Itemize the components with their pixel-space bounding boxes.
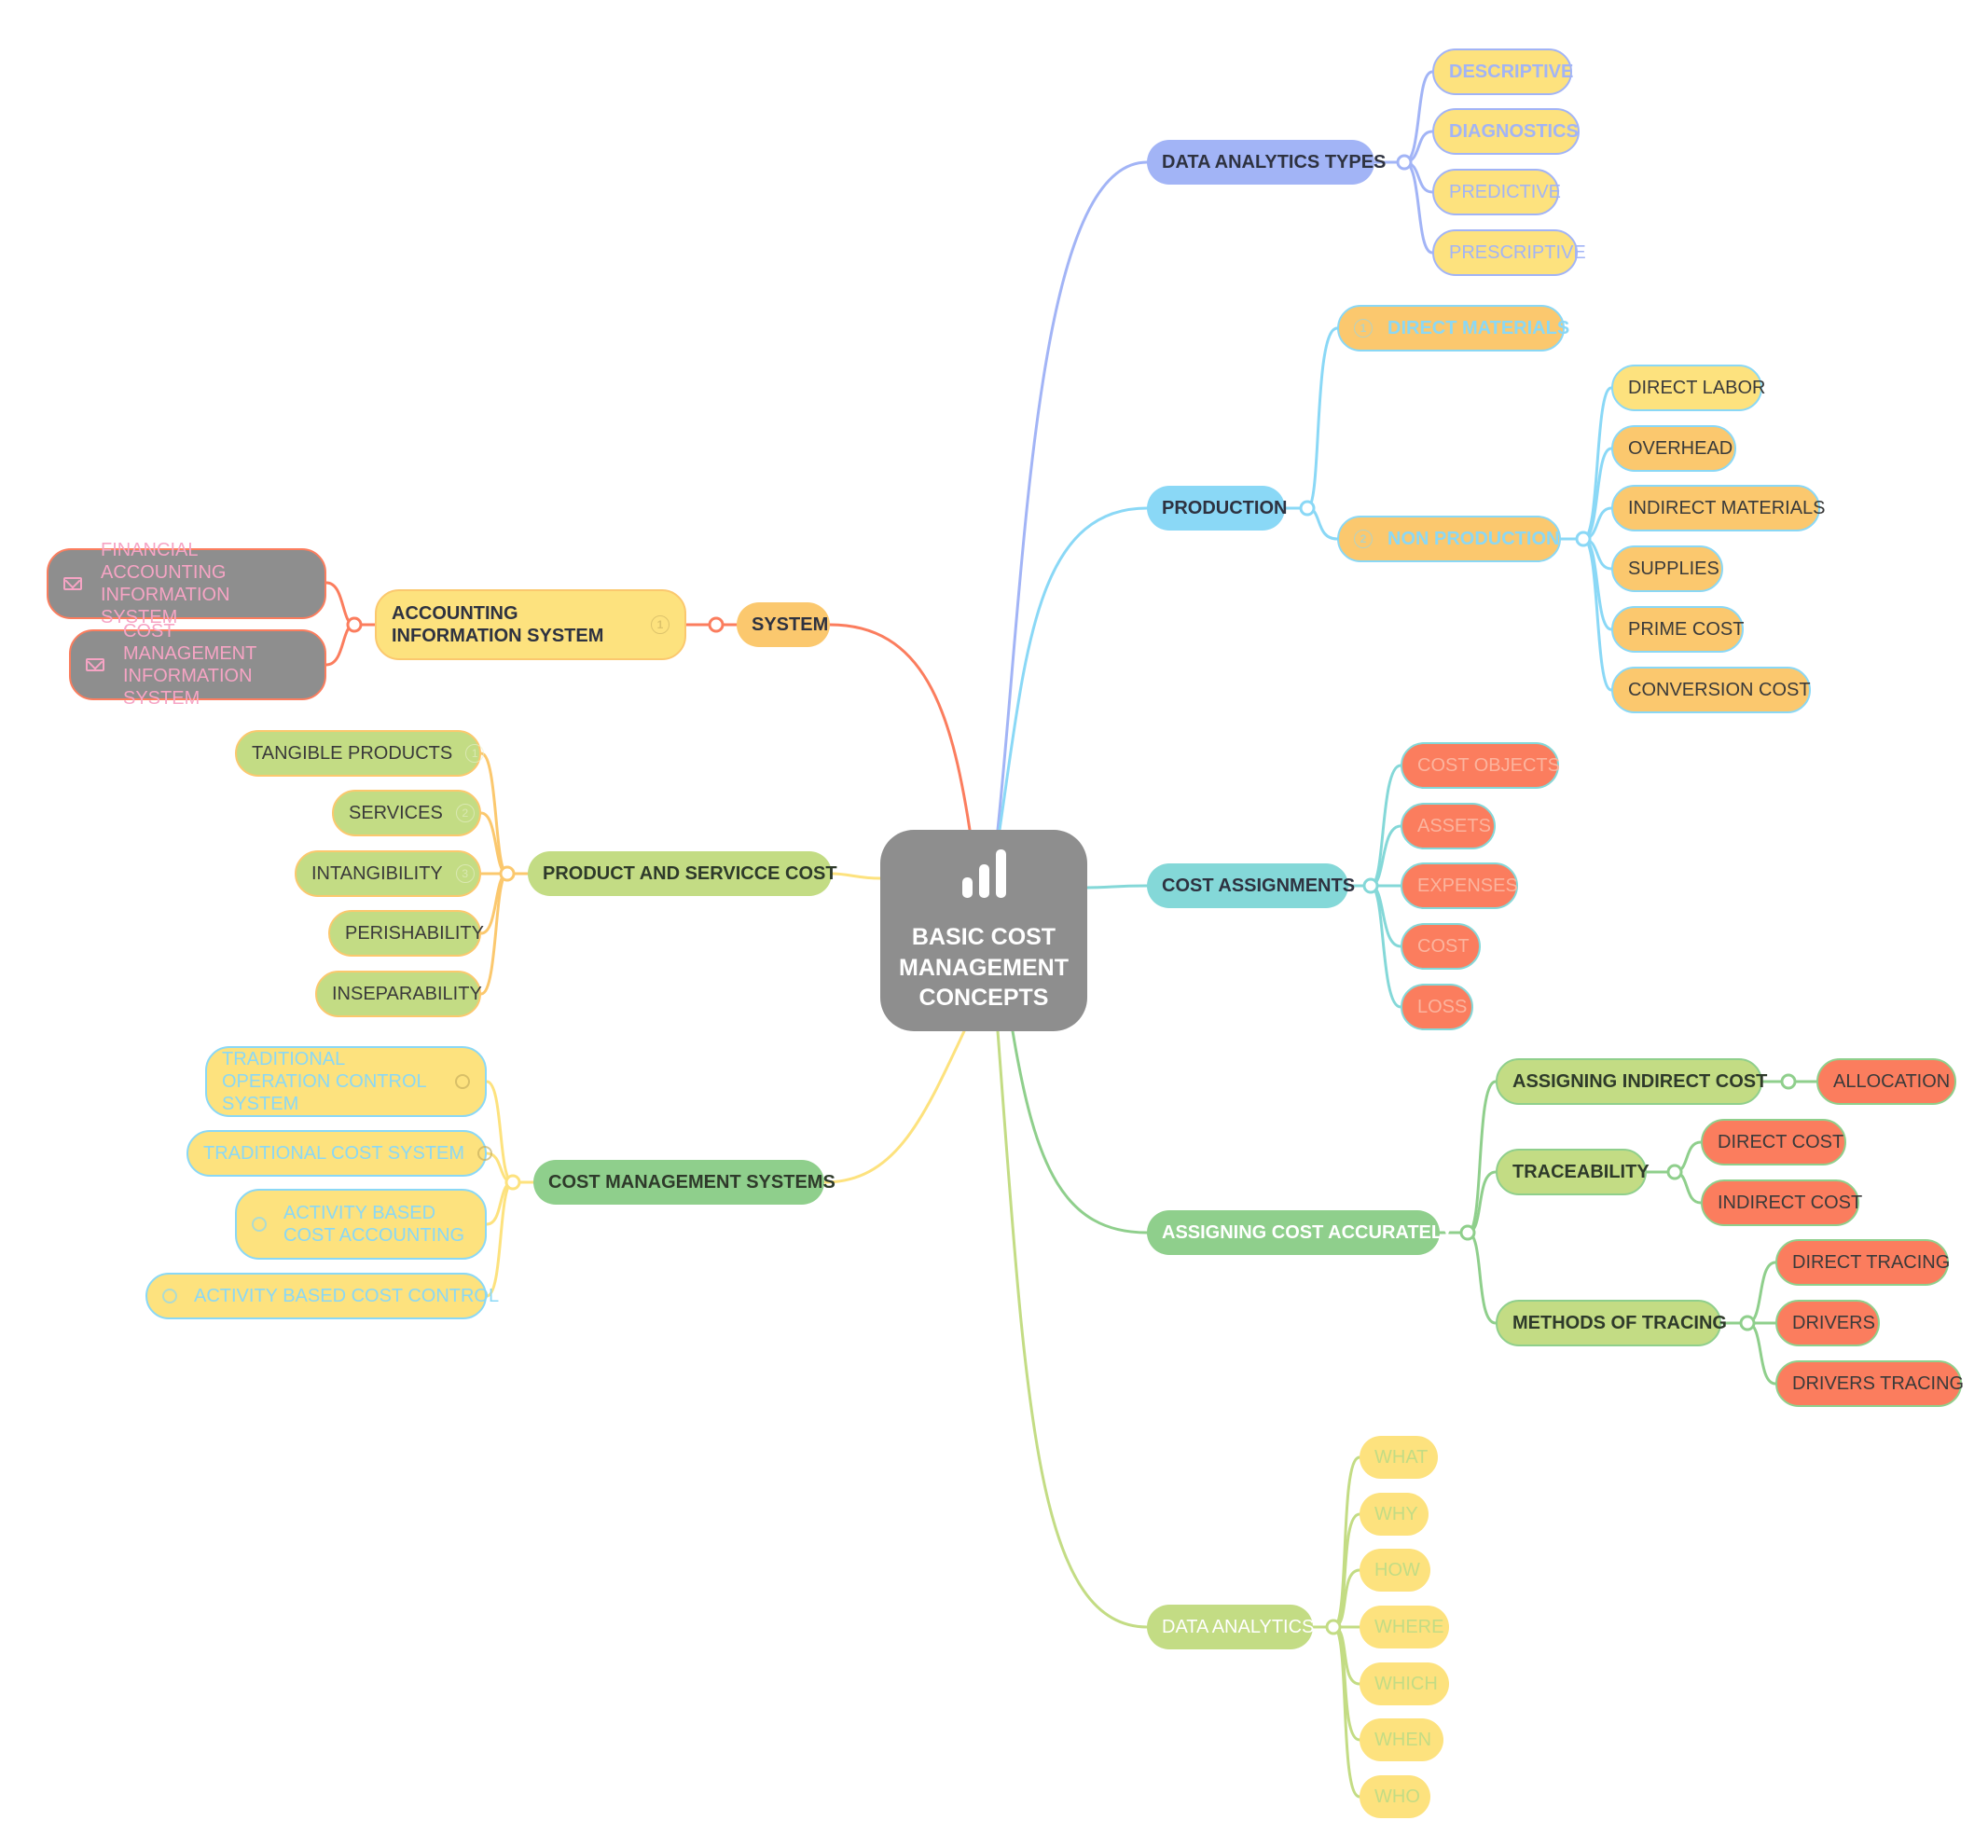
priority-1-icon: 1 [651,615,670,634]
node-traditional-cost-system[interactable]: TRADITIONAL COST SYSTEM [186,1130,493,1177]
node-which[interactable]: WHICH [1360,1662,1449,1705]
node-prescriptive[interactable]: PRESCRIPTIVE [1432,229,1586,276]
topic-product-and-service-cost[interactable]: PRODUCT AND SERVICCE COST [528,851,837,896]
junction-dot [1666,1164,1683,1180]
node-services[interactable]: SERVICES 2 [332,790,481,836]
node-direct-tracing[interactable]: DIRECT TRACING [1775,1239,1950,1286]
node-direct-cost[interactable]: DIRECT COST [1701,1119,1846,1165]
node-accounting-information-system[interactable]: ACCOUNTING INFORMATION SYSTEM 1 [375,589,686,660]
node-descriptive[interactable]: DESCRIPTIVE [1432,48,1573,95]
topic-cost-management-systems[interactable]: COST MANAGEMENT SYSTEMS [533,1160,835,1205]
node-predictive[interactable]: PREDICTIVE [1432,169,1561,215]
link-cost-mgmt-systems [822,1029,966,1184]
central-topic[interactable]: BASIC COST MANAGEMENT CONCEPTS [880,830,1087,1031]
node-loss[interactable]: LOSS [1401,984,1473,1030]
junction-dot [1780,1073,1797,1090]
node-allocation[interactable]: ALLOCATION [1816,1058,1956,1105]
node-diagnostics[interactable]: DIAGNOSTICS [1432,108,1580,155]
node-assets[interactable]: ASSETS [1401,803,1496,849]
node-assigning-indirect-cost[interactable]: ASSIGNING INDIRECT COST [1496,1058,1767,1105]
junction-dot [1325,1619,1342,1635]
link-product-service [830,872,882,880]
node-prime-cost[interactable]: PRIME COST [1611,606,1744,653]
topic-assigning-cost-accurately[interactable]: ASSIGNING COST ACCURATELY [1147,1210,1454,1255]
node-tangible-products[interactable]: TANGIBLE PRODUCTS 1 [235,730,485,777]
junction-dot [346,616,363,633]
node-traditional-operation-control-system[interactable]: TRADITIONAL OPERATION CONTROL SYSTEM [205,1046,487,1117]
circle-marker-icon [252,1217,267,1232]
node-where[interactable]: WHERE [1360,1606,1449,1648]
priority-1-icon: 1 [465,744,485,763]
node-why[interactable]: WHY [1360,1493,1429,1536]
link-production [998,506,1149,832]
mail-icon [86,658,104,671]
mail-icon [63,577,82,590]
junction-dot [1362,877,1379,894]
node-indirect-materials[interactable]: INDIRECT MATERIALS [1611,485,1826,531]
junction-dot [1396,154,1413,171]
node-cost-management-information-system[interactable]: COST MANAGEMENT INFORMATION SYSTEM [69,621,326,709]
node-perishability[interactable]: PERISHABILITY [328,910,484,957]
link-assigning-cost [1011,1029,1149,1234]
topic-cost-assignments[interactable]: COST ASSIGNMENTS [1147,863,1355,908]
circle-marker-icon [477,1146,493,1161]
node-direct-labor[interactable]: DIRECT LABOR [1611,365,1765,411]
node-intangibility[interactable]: INTANGIBILITY 3 [295,850,481,897]
priority-3-icon: 3 [455,864,475,883]
node-drivers-tracing[interactable]: DRIVERS TRACING [1775,1360,1964,1407]
node-financial-accounting-information-system[interactable]: FINANCIAL ACCOUNTING INFORMATION SYSTEM [47,540,326,627]
priority-1-icon: 1 [1354,319,1373,338]
link-data-analytics [996,1029,1149,1629]
junction-dot [1575,531,1592,547]
junction-dot [504,1174,521,1191]
junction-dot [1739,1315,1756,1331]
bar-chart-icon [961,848,1006,899]
central-topic-title: BASIC COST MANAGEMENT CONCEPTS [899,924,1069,1012]
node-non-production[interactable]: 2 NON PRODUCTION [1337,516,1561,562]
topic-system[interactable]: SYSTEM [737,602,830,647]
node-traceability[interactable]: TRACEABILITY [1496,1149,1650,1195]
circle-marker-icon [455,1074,470,1089]
node-when[interactable]: WHEN [1360,1718,1443,1761]
topic-data-analytics[interactable]: DATA ANALYTICS [1147,1605,1314,1649]
link-data-analytics-types [996,160,1149,832]
junction-dot [708,616,725,633]
circle-marker-icon [162,1289,177,1303]
node-how[interactable]: HOW [1360,1549,1430,1592]
node-expenses[interactable]: EXPENSES [1401,862,1518,909]
node-overhead[interactable]: OVERHEAD [1611,425,1736,472]
node-cost-objects[interactable]: COST OBJECTS [1401,742,1560,789]
node-conversion-cost[interactable]: CONVERSION COST [1611,667,1811,713]
node-indirect-cost[interactable]: INDIRECT COST [1701,1179,1862,1226]
node-what[interactable]: WHAT [1360,1436,1438,1479]
link-system [828,623,972,832]
node-activity-based-cost-accounting[interactable]: ACTIVITY BASED COST ACCOUNTING [235,1189,487,1260]
node-methods-of-tracing[interactable]: METHODS OF TRACING [1496,1300,1727,1346]
node-supplies[interactable]: SUPPLIES [1611,545,1723,592]
node-direct-materials[interactable]: 1 DIRECT MATERIALS [1337,305,1569,352]
node-activity-based-cost-control[interactable]: ACTIVITY BASED COST CONTROL [145,1273,499,1319]
topic-data-analytics-types[interactable]: DATA ANALYTICS TYPES [1147,140,1386,185]
node-cost[interactable]: COST [1401,923,1481,970]
priority-2-icon: 2 [455,804,475,822]
junction-dot [1459,1224,1476,1241]
node-who[interactable]: WHO [1360,1775,1430,1818]
node-drivers[interactable]: DRIVERS [1775,1300,1880,1346]
link-cost-assignments [1085,884,1149,890]
junction-dot [1299,500,1316,517]
junction-dot [499,865,516,882]
topic-production[interactable]: PRODUCTION [1147,486,1287,531]
node-inseparability[interactable]: INSEPARABILITY [315,971,482,1017]
priority-2-icon: 2 [1354,530,1373,548]
